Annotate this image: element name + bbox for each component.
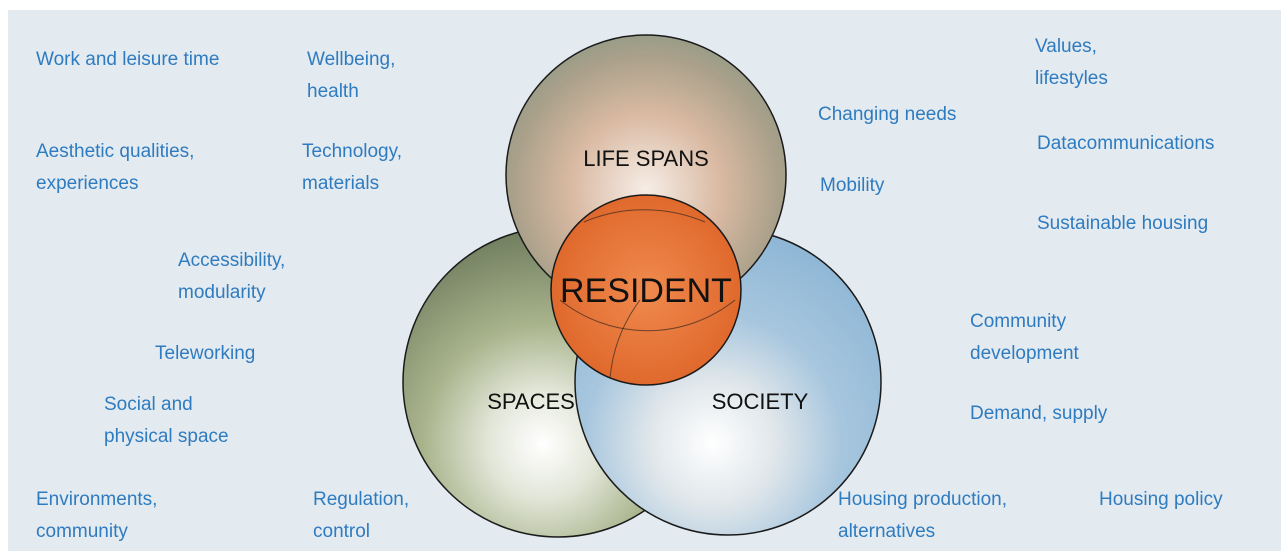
term-social-space: Social and physical space [104,394,229,447]
spaces-label: SPACES [487,389,575,414]
term-datacomm: Datacommunications [1037,133,1215,154]
society-label: SOCIETY [712,389,809,414]
term-values: Values, lifestyles [1035,36,1108,89]
term-housing-production: Housing production, alternatives [838,489,1007,542]
term-teleworking: Teleworking [155,343,256,364]
term-changing-needs: Changing needs [818,104,957,125]
term-regulation: Regulation, control [313,489,410,542]
term-mobility: Mobility [820,175,885,196]
term-community-dev: Community development [970,311,1079,364]
overlap-arc-mid [609,299,641,379]
life-spans-label: LIFE SPANS [583,146,709,171]
term-accessibility: Accessibility, modularity [178,250,286,303]
term-work-leisure: Work and leisure time [36,49,220,70]
term-environments: Environments, community [36,489,158,542]
overlap-arc-left [583,209,706,223]
term-wellbeing: Wellbeing, health [307,49,396,102]
term-aesthetic: Aesthetic qualities, experiences [36,141,195,194]
term-housing-policy: Housing policy [1099,489,1223,510]
term-sustainable: Sustainable housing [1037,213,1209,234]
resident-label: RESIDENT [560,272,732,310]
overlap-arc-bottom [559,299,736,332]
resident-circle [550,194,742,386]
term-demand: Demand, supply [970,403,1108,424]
term-technology: Technology, materials [302,141,402,194]
